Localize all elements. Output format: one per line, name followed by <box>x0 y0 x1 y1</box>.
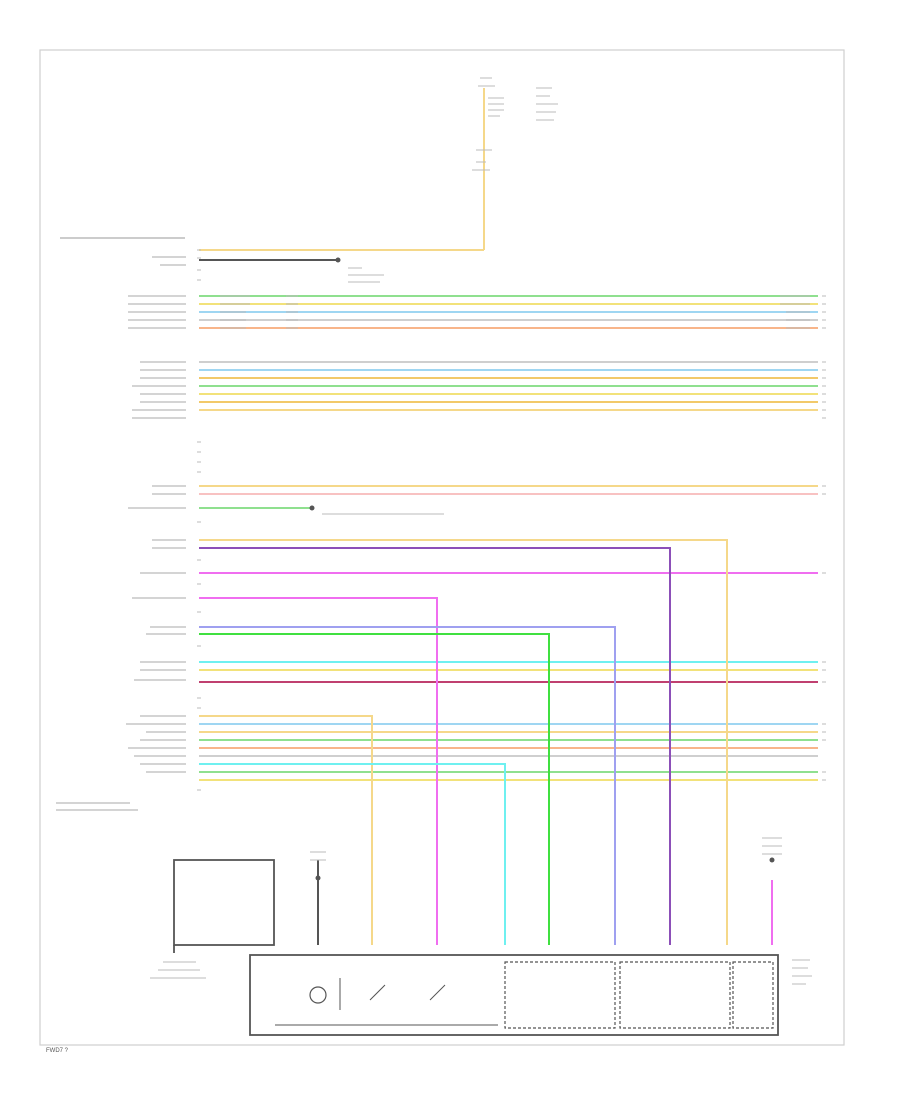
diagram-border <box>39 49 845 1046</box>
sensor-box <box>150 859 275 979</box>
splice-dot <box>309 505 315 511</box>
wire-tags <box>220 295 810 329</box>
ground-symbols <box>310 837 782 945</box>
pin-labels <box>56 256 186 811</box>
right-pin-numbers <box>822 295 826 781</box>
ground-wire <box>199 257 384 283</box>
switch-module <box>249 954 812 1036</box>
footer-code: FWD7 ? <box>46 1048 69 1054</box>
routed-wires <box>199 539 773 945</box>
power-feed <box>199 77 558 251</box>
pin-numbers <box>197 249 201 791</box>
horizontal-wires <box>199 295 818 781</box>
